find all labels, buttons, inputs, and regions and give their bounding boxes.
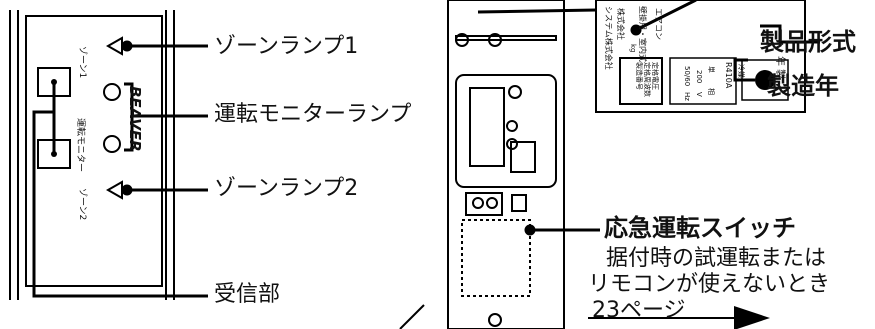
zone-lamp-2-shape xyxy=(105,180,123,200)
plate-kg: kg xyxy=(629,44,637,53)
receiver-leader xyxy=(32,110,208,298)
manufacture-year-label: 製造年 xyxy=(767,72,839,100)
monitor-lamp-2-shape xyxy=(103,135,121,153)
page-ref-arrow[interactable] xyxy=(734,306,770,329)
receiver-label: 受信部 xyxy=(214,282,281,307)
monitor-lamp-1-shape xyxy=(103,83,121,101)
plate-aircon: エアコン xyxy=(654,8,663,40)
right-unit-body xyxy=(447,0,565,329)
page-ref-link[interactable]: 23ページ xyxy=(592,298,686,323)
emergency-switch-label: 応急運転スイッチ xyxy=(604,214,796,242)
plate-freq: 50/60 xyxy=(683,66,691,87)
panel-zone1-text: ゾーン1 xyxy=(77,46,87,79)
zone-lamp-2-label: ゾーンランプ2 xyxy=(214,176,359,201)
plate-company: 株式会社 xyxy=(616,8,625,40)
nameplate xyxy=(595,0,806,113)
bottom-pointer xyxy=(399,304,425,329)
plate-phase: 単 xyxy=(707,66,715,73)
plate-cooling: 冷媒 xyxy=(737,64,745,78)
zone-lamp-1-label: ゾーンランプ1 xyxy=(214,34,359,59)
plate-voltage-label: 定格電圧 xyxy=(651,62,659,90)
plate-serial-label: 製造番号 xyxy=(635,62,643,90)
emergency-note-1: 据付時の試運転または xyxy=(606,246,827,271)
left-unit-frame xyxy=(9,10,175,300)
plate-voltage-unit: V xyxy=(695,92,703,97)
zone-lamp-1-shape xyxy=(105,36,123,56)
panel-lamps xyxy=(103,36,123,200)
emergency-note-2: リモコンが使えないとき xyxy=(588,272,831,297)
plate-year: 年 製 xyxy=(774,56,785,80)
plate-refrigerant: R410A xyxy=(724,62,733,89)
plate-voltage: 200 xyxy=(695,70,703,84)
panel-monitor-text: 運転モニター xyxy=(75,118,85,173)
brand-logo: BEAVER xyxy=(126,86,144,152)
plate-usage: 壁掛用・室内式 xyxy=(638,6,647,62)
panel-zone2-text: ゾーン2 xyxy=(77,188,87,221)
left-leaders xyxy=(121,40,208,196)
right-leaders xyxy=(477,0,820,236)
plate-company2: システム株式会社 xyxy=(604,6,613,70)
receiver-windows xyxy=(37,67,71,169)
plate-phase2: 相 xyxy=(707,88,715,95)
plate-freq-label: 定格周波数 xyxy=(643,62,651,97)
monitor-lamp-label: 運転モニターランプ xyxy=(214,102,412,127)
product-model-label: 製品形式 xyxy=(760,28,856,56)
plate-freq-unit: Hz xyxy=(683,92,691,101)
